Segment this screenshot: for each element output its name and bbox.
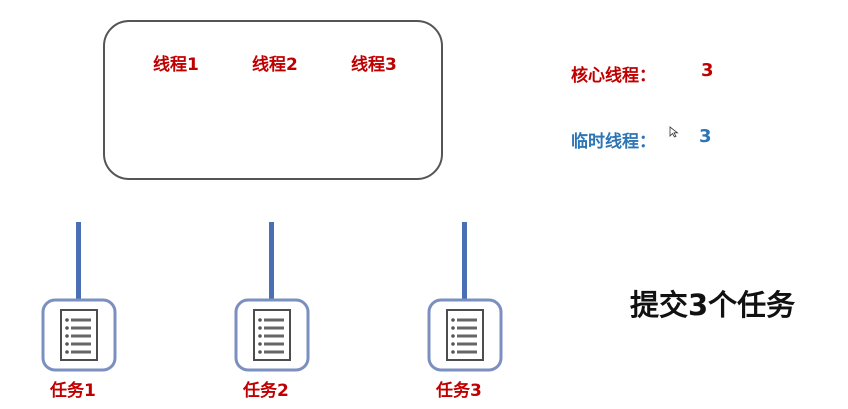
core-threads-label: 核心线程： — [571, 66, 656, 86]
document-list-icon — [427, 298, 503, 372]
thread-label-3: 线程3 — [351, 55, 397, 75]
document-list-icon — [41, 298, 117, 372]
thread-label-1: 线程1 — [153, 55, 199, 75]
document-list-icon — [234, 298, 310, 372]
task-connector-2 — [269, 222, 274, 300]
temp-threads-value: 3 — [699, 126, 712, 147]
task-label-3: 任务3 — [436, 381, 482, 401]
thread-pool-box — [103, 20, 443, 180]
task-label-1: 任务1 — [50, 381, 96, 401]
task-connector-3 — [462, 222, 467, 300]
submit-tasks-caption: 提交3个任务 — [630, 288, 796, 322]
temp-threads-label: 临时线程： — [571, 132, 656, 152]
mouse-pointer-icon — [669, 126, 679, 138]
task-label-2: 任务2 — [243, 381, 289, 401]
thread-label-2: 线程2 — [252, 55, 298, 75]
core-threads-value: 3 — [701, 60, 714, 81]
task-connector-1 — [76, 222, 81, 300]
